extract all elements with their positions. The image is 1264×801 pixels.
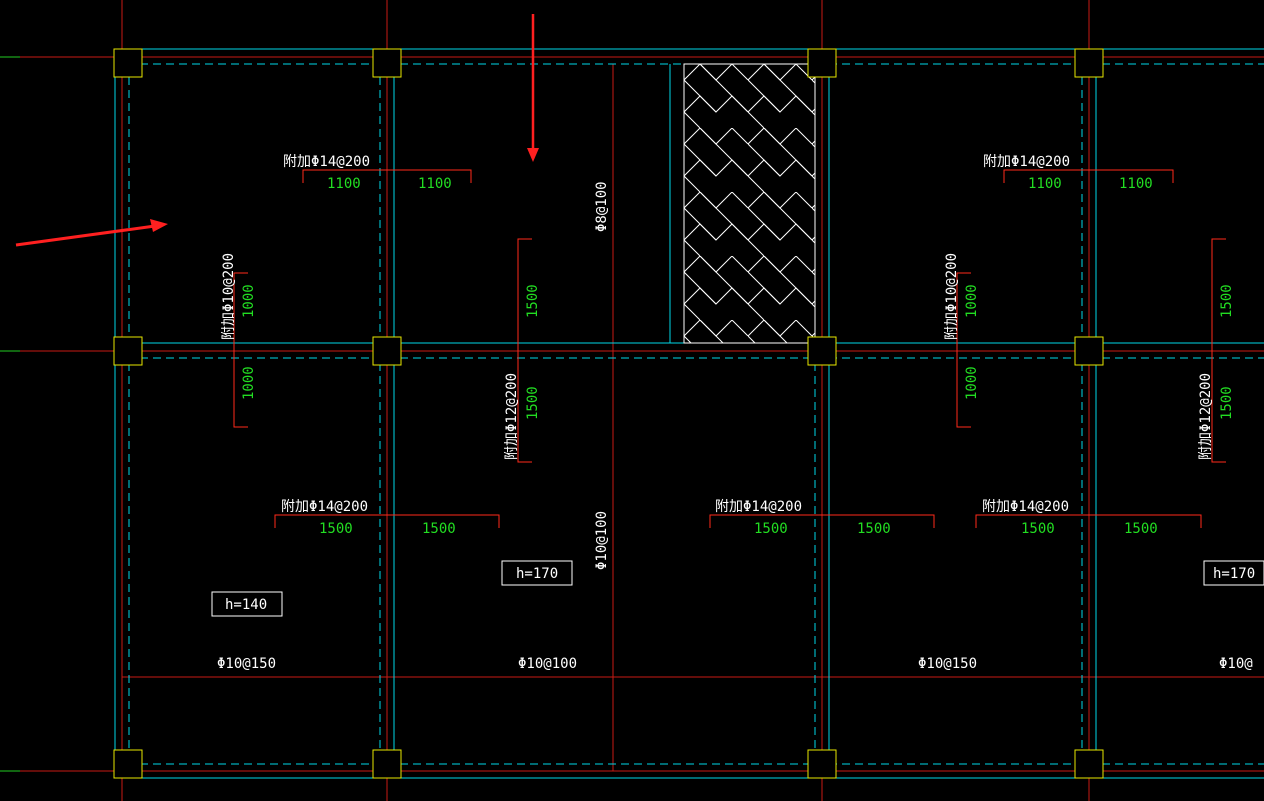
axis-stubs: [0, 56, 20, 772]
vertical-dimension-labels: 1000 1000 1500 1500 1000 1000 1500 1500: [241, 284, 1235, 420]
dimension-label: 1000: [964, 366, 980, 400]
column: [113, 749, 143, 779]
dimension-label: 1500: [857, 521, 891, 537]
rebar-label: Φ10@150: [918, 656, 977, 672]
rebar-label: Φ10@100: [594, 511, 610, 570]
dimension-label: 1100: [418, 176, 452, 192]
rebar-bracket: [233, 272, 248, 428]
column: [372, 749, 402, 779]
rebar-bracket: [975, 514, 1202, 528]
dimension-label: 1500: [525, 386, 541, 420]
dimension-label: 1500: [1219, 386, 1235, 420]
rebar-label: Φ10@: [1219, 656, 1253, 672]
slab-box: [1203, 560, 1264, 586]
slab-box: [501, 560, 573, 586]
column: [807, 749, 837, 779]
rebar-label: Φ10@150: [217, 656, 276, 672]
rebar-label: 附加Φ14@200: [283, 154, 370, 170]
slab-thickness: h=140: [225, 597, 267, 613]
rebar-label: 附加Φ12@200: [1198, 373, 1214, 460]
slab-thickness: h=170: [516, 566, 558, 582]
rebar-brackets: [233, 169, 1226, 528]
column: [113, 48, 143, 78]
dimension-label: 1100: [1028, 176, 1062, 192]
dimension-label: 1100: [327, 176, 361, 192]
rebar-label: 附加Φ14@200: [281, 499, 368, 515]
arrow-head-icon: [527, 148, 539, 162]
dimension-label: 1100: [1119, 176, 1153, 192]
column: [1074, 48, 1104, 78]
rebar-labels: 附加Φ14@200 附加Φ14@200 附加Φ14@200 附加Φ14@200 …: [281, 154, 1070, 515]
dimension-label: 1500: [1021, 521, 1055, 537]
dimension-label: 1500: [754, 521, 788, 537]
dimension-label: 1500: [1219, 284, 1235, 318]
floor-opening: [683, 63, 816, 344]
dimension-label: 1500: [319, 521, 353, 537]
arrow-head-icon: [150, 219, 168, 232]
slab-thickness-boxes: [211, 560, 1264, 617]
rebar-label: 附加Φ10@200: [944, 253, 960, 340]
rebar-bracket: [1211, 238, 1226, 463]
opening-outline: [683, 63, 816, 344]
rebar-label: 附加Φ14@200: [715, 499, 802, 515]
dimension-label: 1500: [422, 521, 456, 537]
column: [372, 48, 402, 78]
rebar-bracket: [956, 272, 971, 428]
vertical-rebar-labels: 附加Φ10@200 附加Φ12@200 附加Φ10@200 附加Φ12@200 …: [221, 181, 1214, 570]
opening-hatch: [684, 64, 815, 343]
column: [1074, 749, 1104, 779]
dimension-label: 1500: [1124, 521, 1158, 537]
dimension-labels: 1100 1100 1100 1100 1500 1500 1500 1500 …: [319, 176, 1158, 537]
dimension-label: 1000: [241, 366, 257, 400]
rebar-label: Φ10@100: [518, 656, 577, 672]
rebar-bracket: [274, 514, 500, 528]
rebar-bracket: [709, 514, 935, 528]
arrow-icon: [15, 224, 156, 247]
dimension-label: 1000: [964, 284, 980, 318]
rebar-label: 附加Φ14@200: [983, 154, 1070, 170]
rebar-label: Φ8@100: [594, 181, 610, 232]
column: [807, 48, 837, 78]
rebar-bracket: [302, 169, 472, 183]
column: [113, 336, 143, 366]
rebar-bracket: [1003, 169, 1174, 183]
slab-box: [211, 591, 283, 617]
dimension-label: 1000: [241, 284, 257, 318]
slab-thickness-labels: h=140 h=170 h=170: [225, 566, 1255, 613]
bottom-rebar-labels: Φ10@150 Φ10@100 Φ10@150 Φ10@: [217, 656, 1253, 672]
columns: [113, 48, 1104, 779]
column: [807, 336, 837, 366]
rebar-label: 附加Φ14@200: [982, 499, 1069, 515]
rebar-label: 附加Φ12@200: [504, 373, 520, 460]
rebar-bracket: [517, 238, 532, 463]
slab-thickness: h=170: [1213, 566, 1255, 582]
column: [1074, 336, 1104, 366]
dimension-label: 1500: [525, 284, 541, 318]
column: [372, 336, 402, 366]
rebar-label: 附加Φ10@200: [221, 253, 237, 340]
annotation-arrows: [15, 14, 539, 247]
